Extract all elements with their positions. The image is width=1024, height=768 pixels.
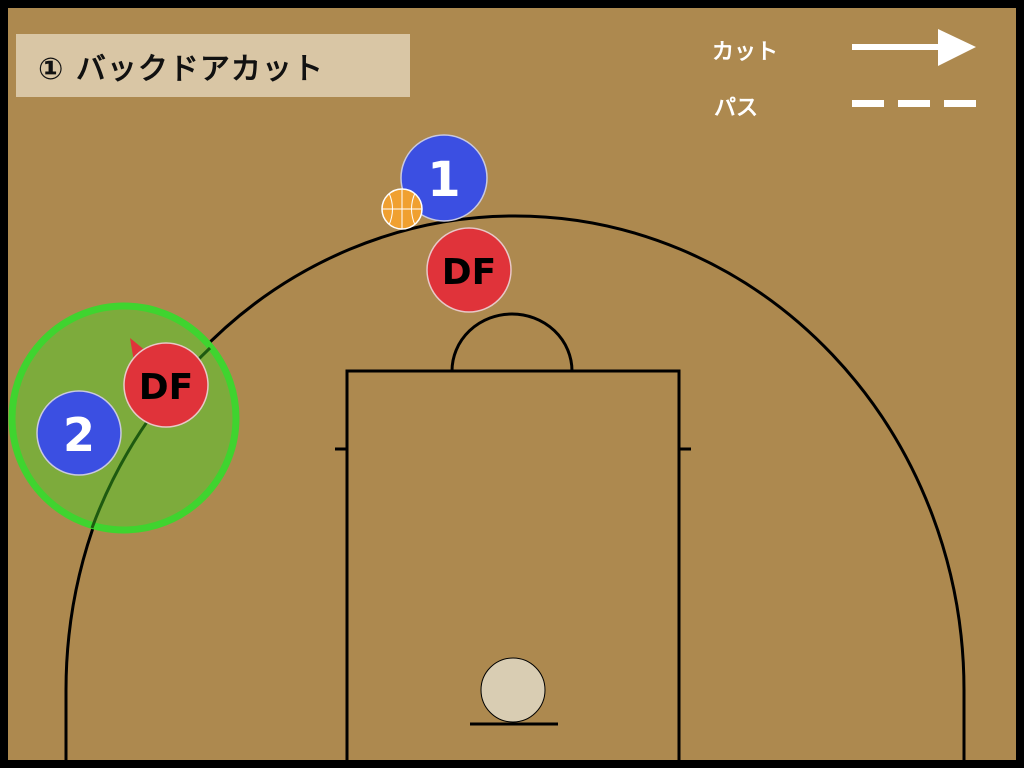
free-throw-semicircle [450,312,574,372]
defender-top: DF [426,227,512,313]
title-box: ① バックドアカット [16,34,410,97]
cut-arrow-icon [852,29,976,66]
basketball-icon [381,188,423,230]
defender-top-label: DF [442,252,496,293]
pass-dashed-line-icon [852,100,976,107]
defender-wing-label: DF [139,367,193,408]
diagram-title: ① バックドアカット [38,51,324,87]
offense-player-2-label: 2 [63,408,95,462]
offense-player-1: 1 [400,134,488,222]
rim [480,657,546,723]
defender-wing: DF [123,338,209,428]
offense-player-1-label: 1 [427,152,460,208]
legend-cut-label: カット [712,40,779,65]
legend-pass-label: パス [714,96,759,121]
paint-key [345,369,681,768]
offense-player-2: 2 [36,390,122,476]
